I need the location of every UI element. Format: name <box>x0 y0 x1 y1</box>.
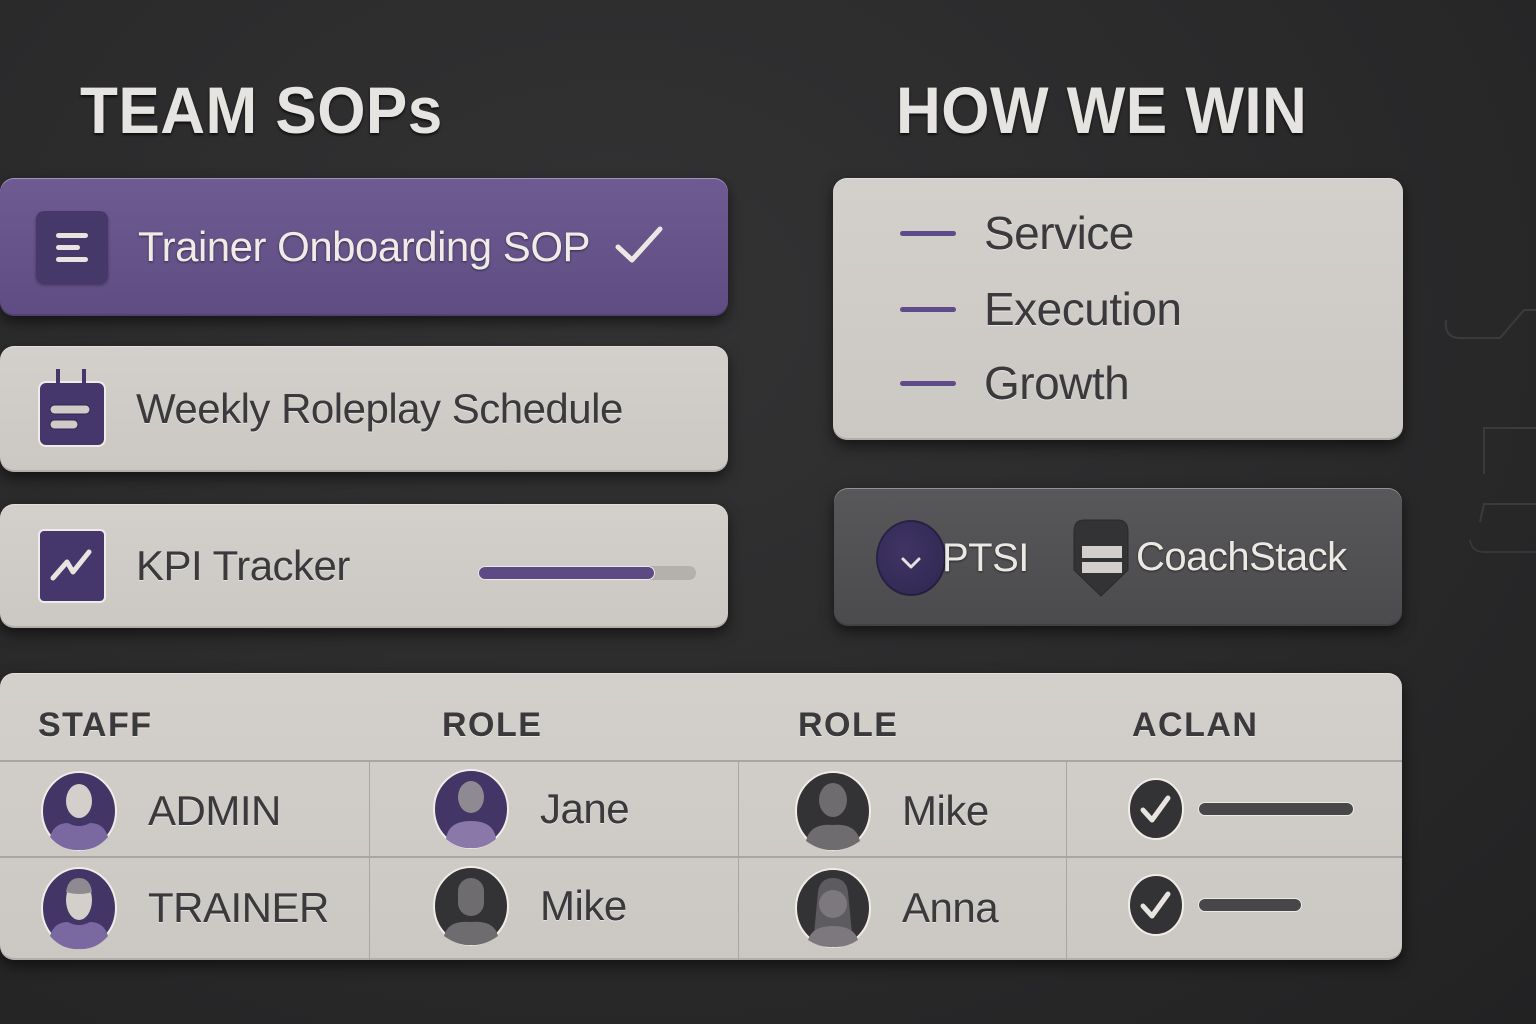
column-header-staff[interactable]: STAFF <box>38 706 153 744</box>
table-divider <box>0 856 1402 858</box>
avatar-icon <box>41 867 117 950</box>
column-header-role[interactable]: ROLE <box>442 706 543 744</box>
brand-ptsi[interactable]: PTSI <box>876 520 1029 596</box>
win-item-label: Growth <box>984 357 1130 409</box>
column-divider <box>369 762 370 960</box>
sop-label: Weekly Roleplay Schedule <box>136 385 623 432</box>
sop-item-kpi-tracker[interactable]: KPI Tracker <box>0 504 728 628</box>
column-divider <box>738 762 739 960</box>
name-label: Anna <box>902 884 999 931</box>
brand-label: CoachStack <box>1136 534 1347 579</box>
table-row-admin-acl[interactable] <box>1128 778 1354 840</box>
team-sops-heading: TEAM SOPs <box>80 73 443 147</box>
table-row-admin-role1[interactable]: Jane <box>432 769 630 849</box>
table-row-admin-staff[interactable]: ADMIN <box>40 771 281 851</box>
acl-level-bar <box>1198 898 1302 912</box>
column-divider <box>1066 762 1067 960</box>
calendar-icon <box>38 369 106 447</box>
table-divider <box>0 760 1402 762</box>
name-label: Mike <box>540 882 627 929</box>
win-item-growth: Growth <box>900 356 1130 410</box>
acl-level-bar <box>1198 802 1354 816</box>
column-header-aclan[interactable]: ACLAN <box>1132 706 1259 744</box>
dash-bullet-icon <box>900 306 956 312</box>
sop-label: KPI Tracker <box>136 542 350 589</box>
check-circle-icon[interactable] <box>1128 778 1184 840</box>
sop-item-weekly-roleplay-schedule[interactable]: Weekly Roleplay Schedule <box>0 346 728 472</box>
chevron-down-icon <box>876 520 946 596</box>
avatar-icon <box>795 868 871 948</box>
staff-label: TRAINER <box>148 884 329 931</box>
dash-bullet-icon <box>900 230 956 236</box>
sop-item-trainer-onboarding[interactable]: Trainer Onboarding SOP <box>0 178 728 316</box>
brand-label: PTSI <box>942 535 1029 580</box>
table-row-trainer-staff[interactable]: TRAINER <box>40 866 329 950</box>
circuit-decoration-icon <box>1444 309 1536 553</box>
avatar-icon <box>433 866 509 946</box>
how-we-win-heading: HOW WE WIN <box>896 73 1308 147</box>
table-row-trainer-acl[interactable] <box>1128 874 1302 936</box>
avatar-icon <box>795 771 871 851</box>
document-lines-icon <box>36 211 108 283</box>
name-label: Jane <box>540 785 630 832</box>
brand-coachstack[interactable]: CoachStack <box>1070 516 1347 598</box>
avatar-icon <box>433 769 509 849</box>
trend-chart-icon <box>38 529 106 603</box>
check-circle-icon[interactable] <box>1128 874 1184 936</box>
sop-label: Trainer Onboarding SOP <box>138 223 591 270</box>
avatar-icon <box>41 771 117 851</box>
win-item-label: Service <box>984 207 1134 259</box>
table-row-trainer-role1[interactable]: Mike <box>432 866 627 946</box>
staff-label: ADMIN <box>148 787 281 834</box>
table-row-admin-role2[interactable]: Mike <box>794 771 989 851</box>
dash-bullet-icon <box>900 380 956 386</box>
kpi-progress-bar <box>478 566 696 580</box>
column-header-role-2[interactable]: ROLE <box>798 706 899 744</box>
stack-shield-icon <box>1070 516 1132 598</box>
win-item-execution: Execution <box>900 282 1182 336</box>
kpi-progress-fill <box>478 566 655 580</box>
table-row-trainer-role2[interactable]: Anna <box>794 868 999 948</box>
checkmark-icon <box>614 225 664 270</box>
win-item-service: Service <box>900 206 1134 260</box>
win-item-label: Execution <box>984 283 1182 335</box>
name-label: Mike <box>902 787 989 834</box>
